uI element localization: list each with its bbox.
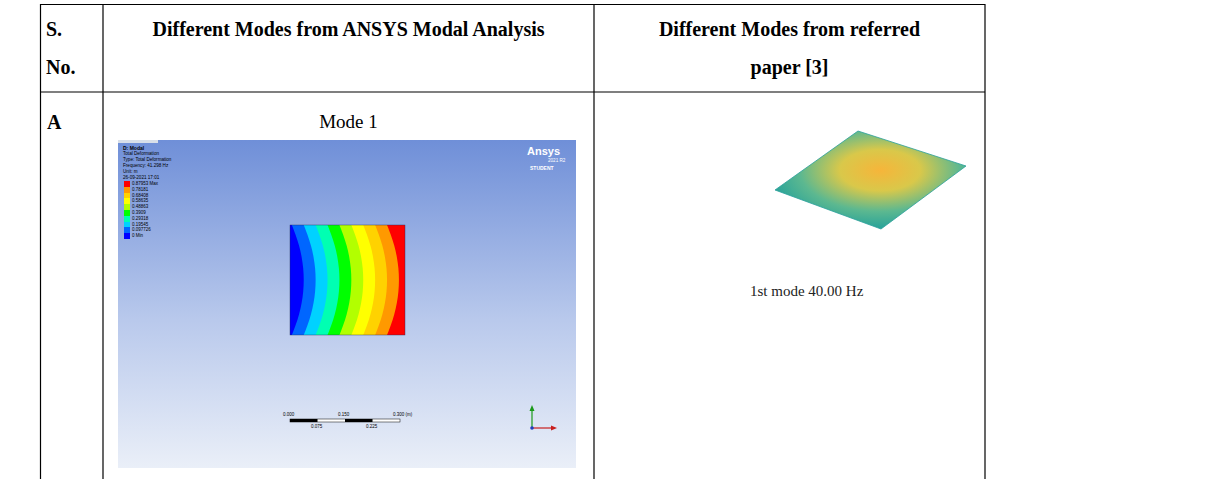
scale-value: 0.225 <box>366 424 377 430</box>
ansys-logo-holder: Ansys <box>527 145 560 157</box>
legend-value: 0.87953 Max <box>132 181 158 187</box>
row-id-holder: A <box>47 110 61 134</box>
contour-band <box>374 225 405 335</box>
legend-value: 0.097726 <box>132 227 151 233</box>
contour-band <box>362 225 405 335</box>
ansys-info: Frequency: 41.298 Hz <box>123 163 168 169</box>
ansys-viewport <box>118 140 576 468</box>
contour-band <box>291 225 405 335</box>
legend-value: 0.48863 <box>132 204 148 210</box>
ansys-logo: Ansys <box>527 145 560 157</box>
figure-caption-holder: 1st mode 40.00 Hz <box>750 282 863 300</box>
ansys-info-holder: Frequency: 41.298 Hz <box>123 163 168 169</box>
legend-value: 0.68408 <box>132 193 148 199</box>
ansys-info-holder: Unit: m <box>123 169 138 175</box>
ansys-version: 2021 R2 <box>548 158 565 164</box>
mode-title: Mode 1 <box>103 110 594 134</box>
contour-band <box>339 225 405 335</box>
column-header-holder: Different Modes from referred paper [3] <box>639 10 940 86</box>
column-header-holder: Different Modes from ANSYS Modal Analysi… <box>103 10 594 48</box>
legend-value: 0 Min <box>132 233 143 239</box>
legend-value: 0.58635 <box>132 198 148 204</box>
scale-bar <box>290 419 400 422</box>
ansys-info-holder: D: Modal <box>123 145 144 151</box>
contour-band <box>351 225 405 335</box>
table-grid <box>40 4 985 479</box>
ansys-info-holder: Total Deformation <box>123 151 159 157</box>
ansys-info: D: Modal <box>123 145 144 151</box>
legend-swatch <box>124 233 130 239</box>
column-header: Different Modes from ANSYS Modal Analysi… <box>103 10 594 48</box>
scale-value: 0.075 <box>311 424 322 430</box>
contour-plot <box>290 225 405 335</box>
student-mark: STUDENT <box>530 165 554 171</box>
ansys-info: Total Deformation <box>123 151 159 157</box>
scale-value: 0.150 <box>338 412 349 418</box>
scale-value-holder: 0.225 <box>366 424 377 430</box>
contour-band <box>315 225 405 335</box>
ansys-info: Unit: m <box>123 169 138 175</box>
contour-band <box>303 225 405 335</box>
student-mark-holder: STUDENT <box>530 165 554 171</box>
scale-value-holder: 0.075 <box>311 424 322 430</box>
table-rule <box>40 4 985 5</box>
ansys-info-holder: Type: Total Deformation <box>123 157 171 163</box>
scale-value: 0.300 (m) <box>393 412 412 418</box>
scale-value-holder: 0.000 <box>283 412 294 418</box>
table-rule <box>40 91 985 92</box>
ansys-info: Type: Total Deformation <box>123 157 171 163</box>
ansys-version-holder: 2021 R2 <box>548 158 565 164</box>
column-header: S. No. <box>46 10 86 86</box>
scale-value-holder: 0.300 (m) <box>393 412 412 418</box>
legend-value: 0.78181 <box>132 187 148 193</box>
plate-mode-figure <box>775 131 966 229</box>
table-rule <box>593 4 594 479</box>
viewport-tab <box>118 140 158 143</box>
scale-value-holder: 0.150 <box>338 412 349 418</box>
table-rule <box>102 4 103 479</box>
table-rule <box>984 4 985 479</box>
legend-value: 0.19545 <box>132 222 148 228</box>
column-header-holder: S. No. <box>46 10 86 86</box>
row-id: A <box>47 110 61 134</box>
legend-row: 0 Min <box>124 233 158 239</box>
column-header: Different Modes from referred paper [3] <box>639 10 940 86</box>
table-rule <box>40 4 41 479</box>
color-legend: 0.87953 Max0.781810.684080.586350.488630… <box>124 181 158 239</box>
axis-triad <box>530 405 558 431</box>
scale-value: 0.000 <box>283 412 294 418</box>
legend-value: 0.3909 <box>132 210 146 216</box>
plate-outline <box>290 225 405 335</box>
legend-value: 0.29318 <box>132 216 148 222</box>
contour-band <box>386 225 405 335</box>
contour-band <box>327 225 405 335</box>
contour-band <box>290 225 405 335</box>
mode-title-holder: Mode 1 <box>103 110 594 134</box>
figure-caption: 1st mode 40.00 Hz <box>750 282 863 300</box>
